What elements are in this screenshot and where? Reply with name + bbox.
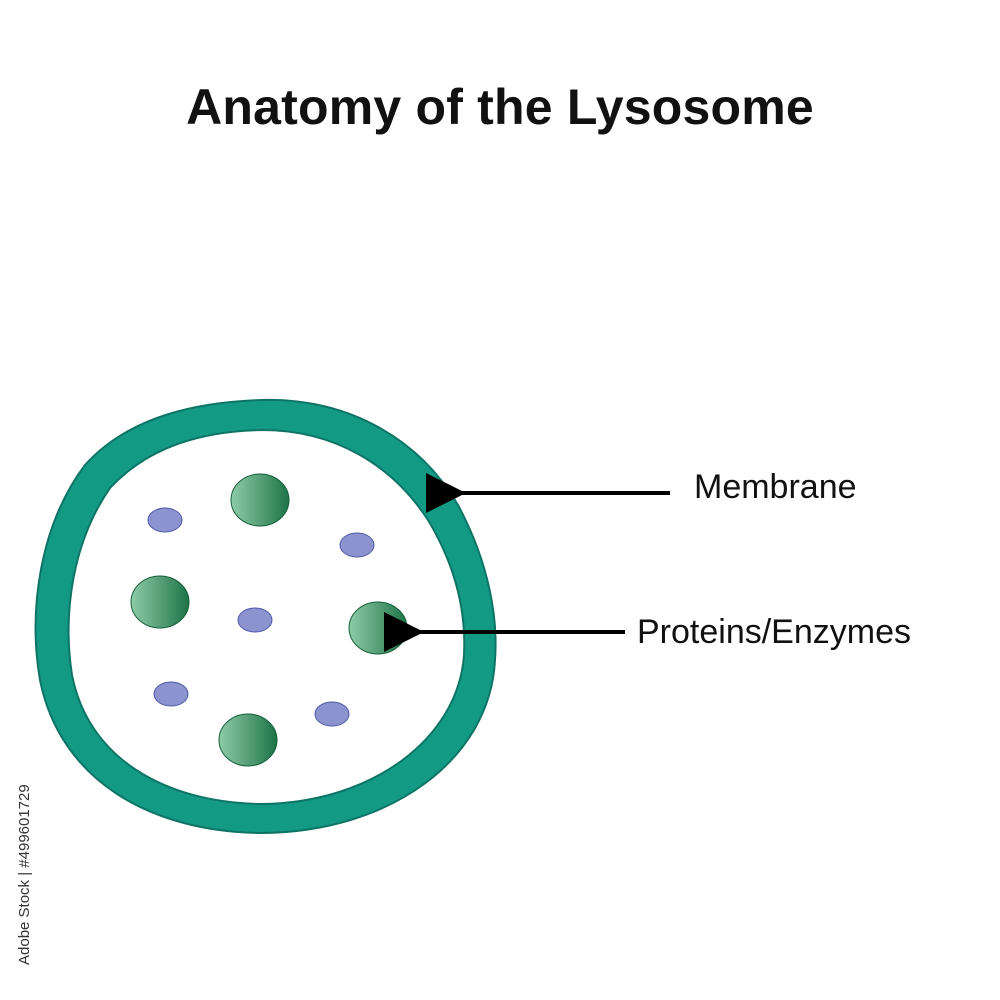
membrane-label: Membrane [694, 468, 857, 506]
diagram-title: Anatomy of the Lysosome [186, 79, 814, 135]
protein-sphere [130, 575, 190, 629]
enzyme-oval [153, 681, 189, 707]
protein-sphere [230, 473, 290, 527]
proteins-label: Proteins/Enzymes [637, 613, 911, 651]
protein-sphere [348, 601, 408, 655]
enzyme-oval [339, 532, 375, 558]
enzyme-oval [147, 507, 183, 533]
enzyme-oval [314, 701, 350, 727]
stock-credit: Adobe Stock | #499601729 [8, 765, 38, 965]
stock-credit-text: Adobe Stock | #499601729 [16, 784, 33, 965]
protein-sphere [218, 713, 278, 767]
enzymes-group [147, 507, 375, 727]
enzyme-oval [237, 607, 273, 633]
